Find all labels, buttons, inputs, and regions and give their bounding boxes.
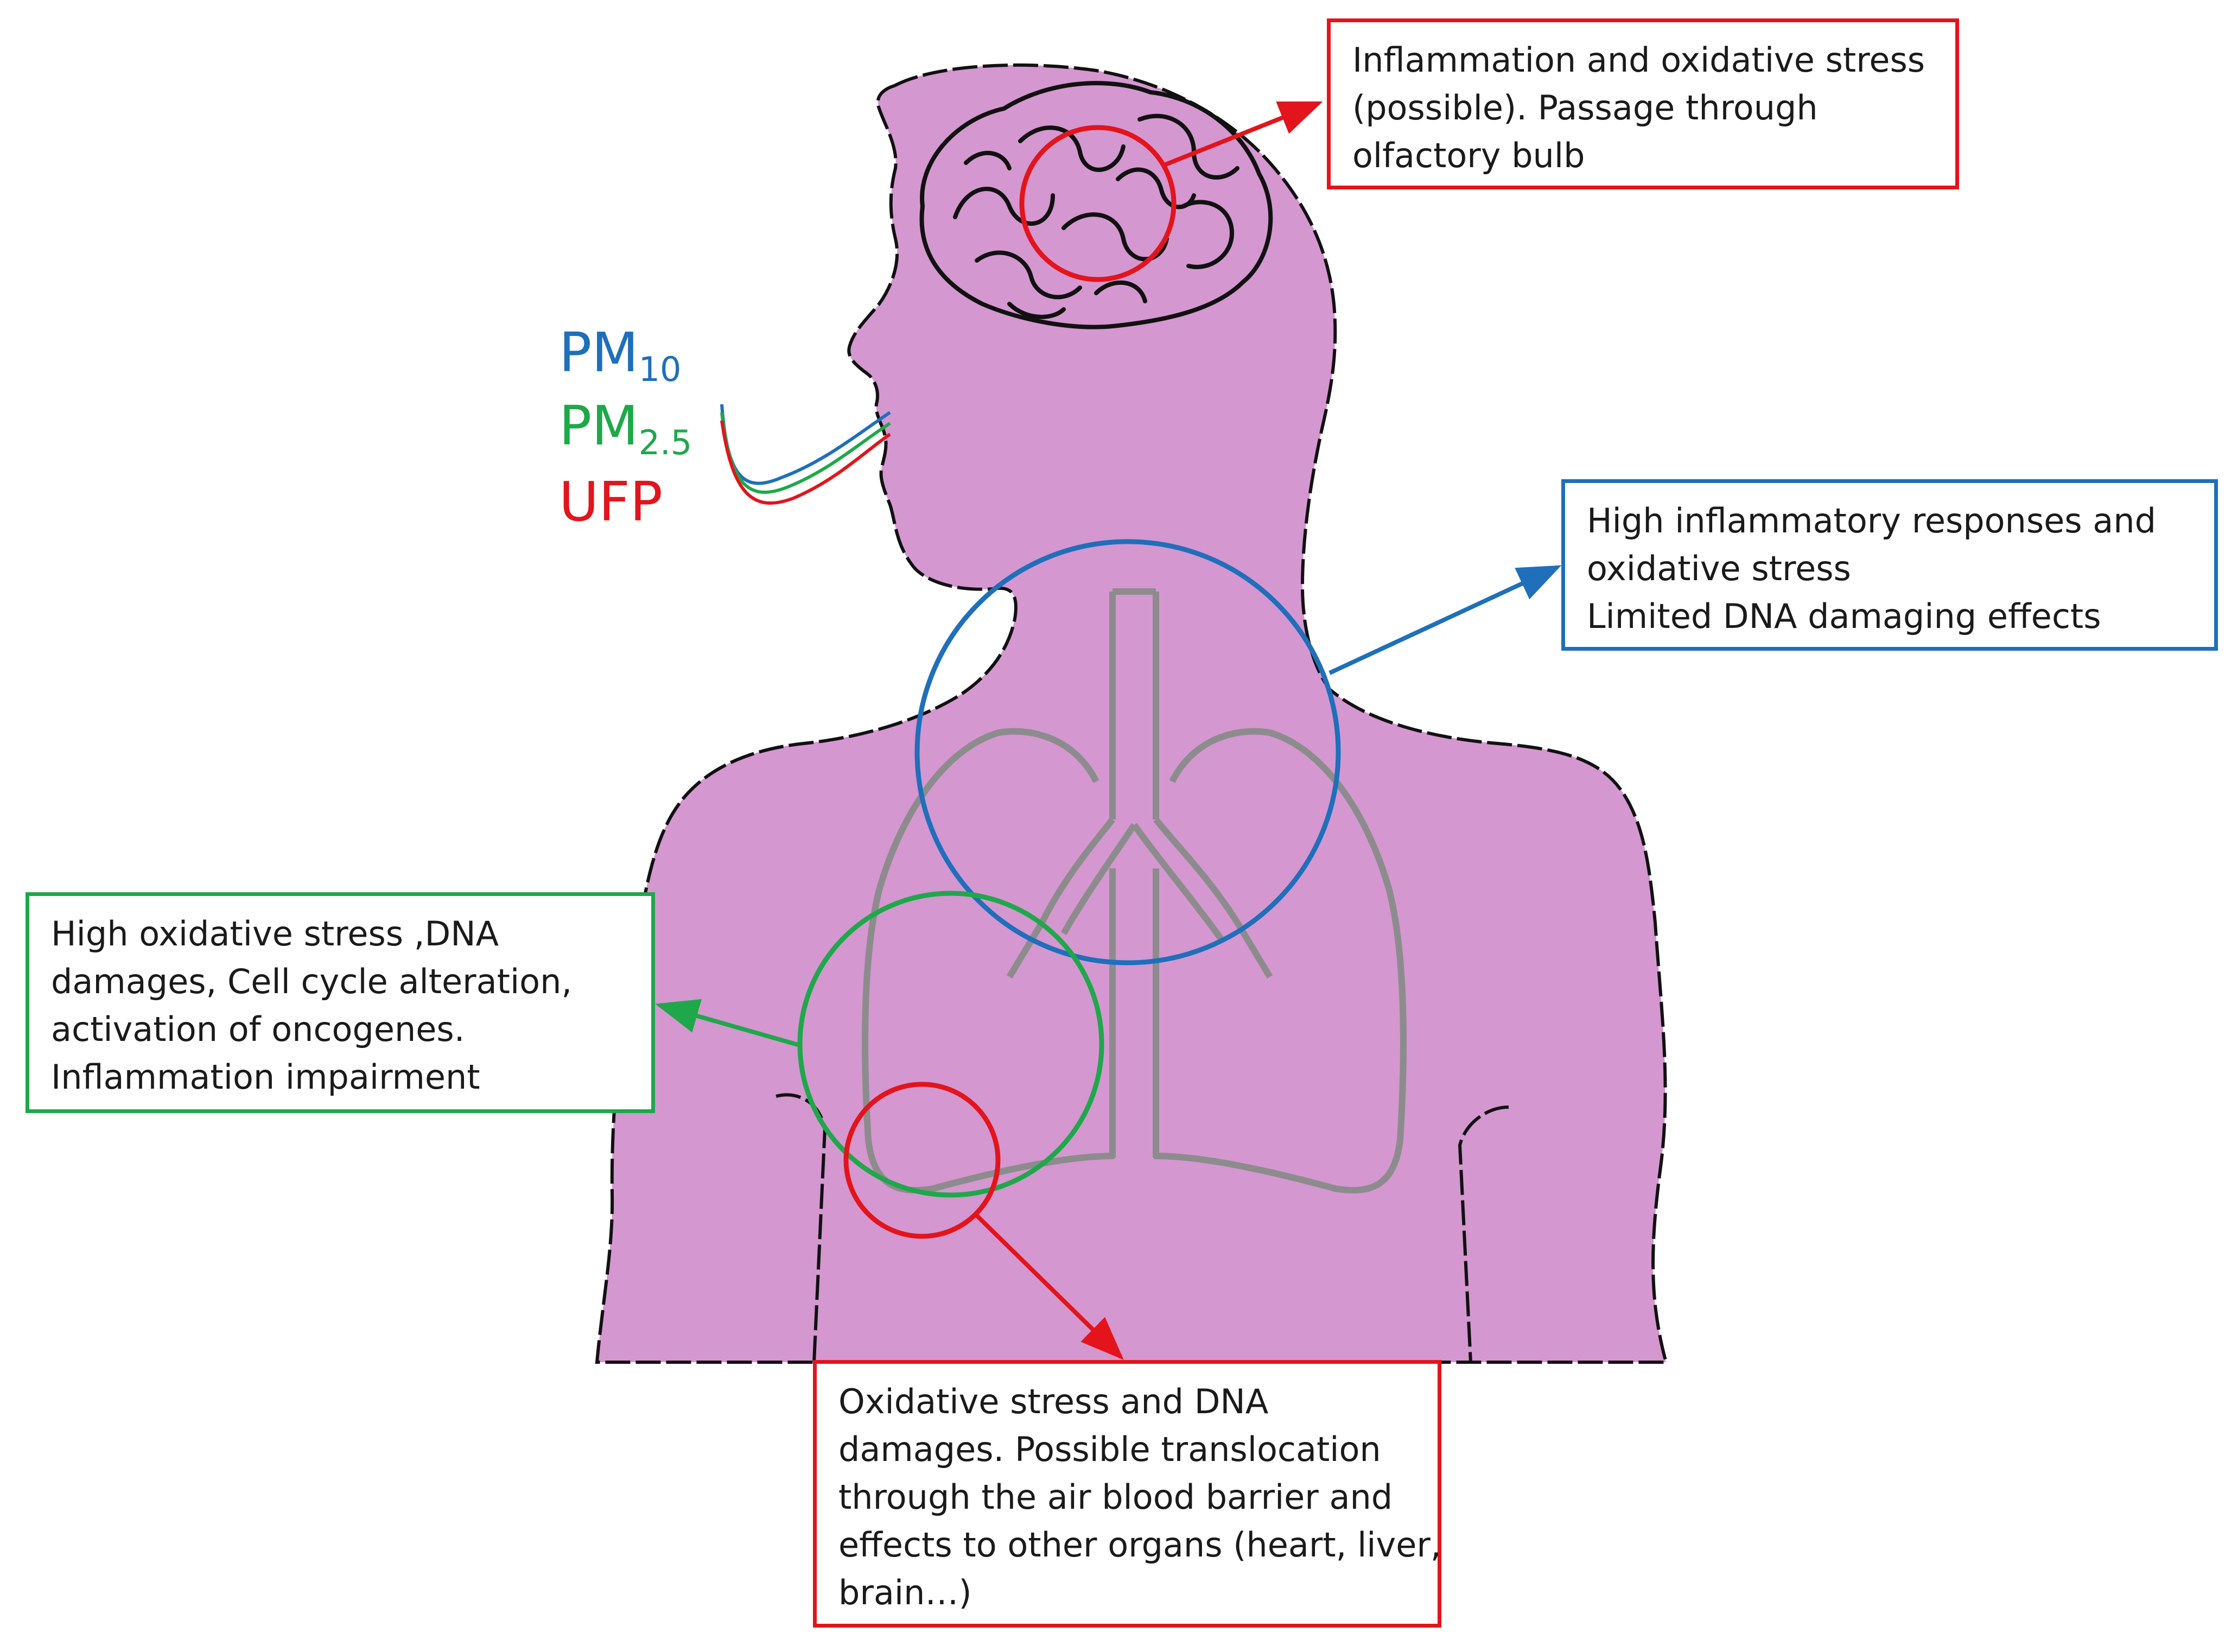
airway-highlight-circle xyxy=(914,539,1341,965)
ufp-stream xyxy=(720,420,891,505)
alveoli-highlight-circle xyxy=(843,1082,1001,1239)
pm25-sub: 2.5 xyxy=(638,423,692,462)
pm25-main: PM xyxy=(559,394,639,458)
trachea xyxy=(1109,588,1159,819)
box-line: through the air blood barrier and xyxy=(838,1477,1393,1517)
box-line: Inflammation impairment xyxy=(51,1057,480,1097)
alveoli-arrow xyxy=(972,1211,1124,1360)
brain-fold xyxy=(1007,302,1066,319)
left-lung xyxy=(862,728,1116,1194)
lung-arrow xyxy=(655,999,799,1047)
brain-fold xyxy=(1116,167,1196,209)
brain-fold xyxy=(964,151,1012,170)
lung-highlight-circle xyxy=(797,891,1104,1198)
brain-fold xyxy=(953,187,1055,226)
box-line: Oxidative stress and DNA xyxy=(838,1382,1269,1421)
lung-effects-box: High oxidative stress ,DNA damages, Cell… xyxy=(26,892,655,1113)
right-arm-line xyxy=(1458,1105,1509,1363)
pm25-label: PM2.5 xyxy=(559,399,692,460)
brain-highlight-circle xyxy=(1019,125,1177,282)
box-line: effects to other organs (heart, liver, xyxy=(838,1525,1441,1565)
box-line: Limited DNA damaging effects xyxy=(1587,596,2101,636)
box-line: olfactory bulb xyxy=(1352,136,1585,175)
lungs-drawing xyxy=(862,588,1407,1194)
bronchus-right xyxy=(1131,817,1273,979)
airway-effects-box: High inflammatory responses and oxidativ… xyxy=(1561,479,2218,651)
pm10-stream xyxy=(720,404,891,485)
brain-effects-box: Inflammation and oxidative stress (possi… xyxy=(1327,18,1959,189)
pm10-sub: 10 xyxy=(638,350,682,389)
body-silhouette xyxy=(595,63,1668,1364)
brain-outline xyxy=(919,81,1273,329)
box-line: brain…) xyxy=(838,1573,972,1612)
box-line: damages, Cell cycle alteration, xyxy=(51,962,573,1001)
box-line: damages. Possible translocation xyxy=(838,1429,1381,1469)
box-line: (possible). Passage through xyxy=(1352,88,1818,128)
brain-fold xyxy=(1094,280,1147,303)
pm10-main: PM xyxy=(559,321,639,384)
brain-fold xyxy=(1181,200,1235,269)
particle-streams xyxy=(720,404,891,505)
ufp-main: UFP xyxy=(559,470,663,533)
box-line: oxidative stress xyxy=(1587,549,1851,588)
box-line: Inflammation and oxidative stress xyxy=(1352,40,1925,80)
alveoli-effects-box: Oxidative stress and DNA damages. Possib… xyxy=(813,1360,1441,1628)
brain-arrow xyxy=(1162,101,1323,168)
right-lung xyxy=(1153,728,1407,1194)
box-line: High oxidative stress ,DNA xyxy=(51,914,499,954)
brain-fold xyxy=(975,250,1082,300)
box-line: High inflammatory responses and xyxy=(1587,501,2156,541)
pm10-label: PM10 xyxy=(559,326,682,386)
box-line: activation of oncogenes. xyxy=(51,1009,465,1049)
bronchus-left xyxy=(1006,817,1137,979)
ufp-label: UFP xyxy=(559,475,663,529)
brain-fold xyxy=(1018,125,1126,172)
airway-arrow xyxy=(1328,565,1562,675)
